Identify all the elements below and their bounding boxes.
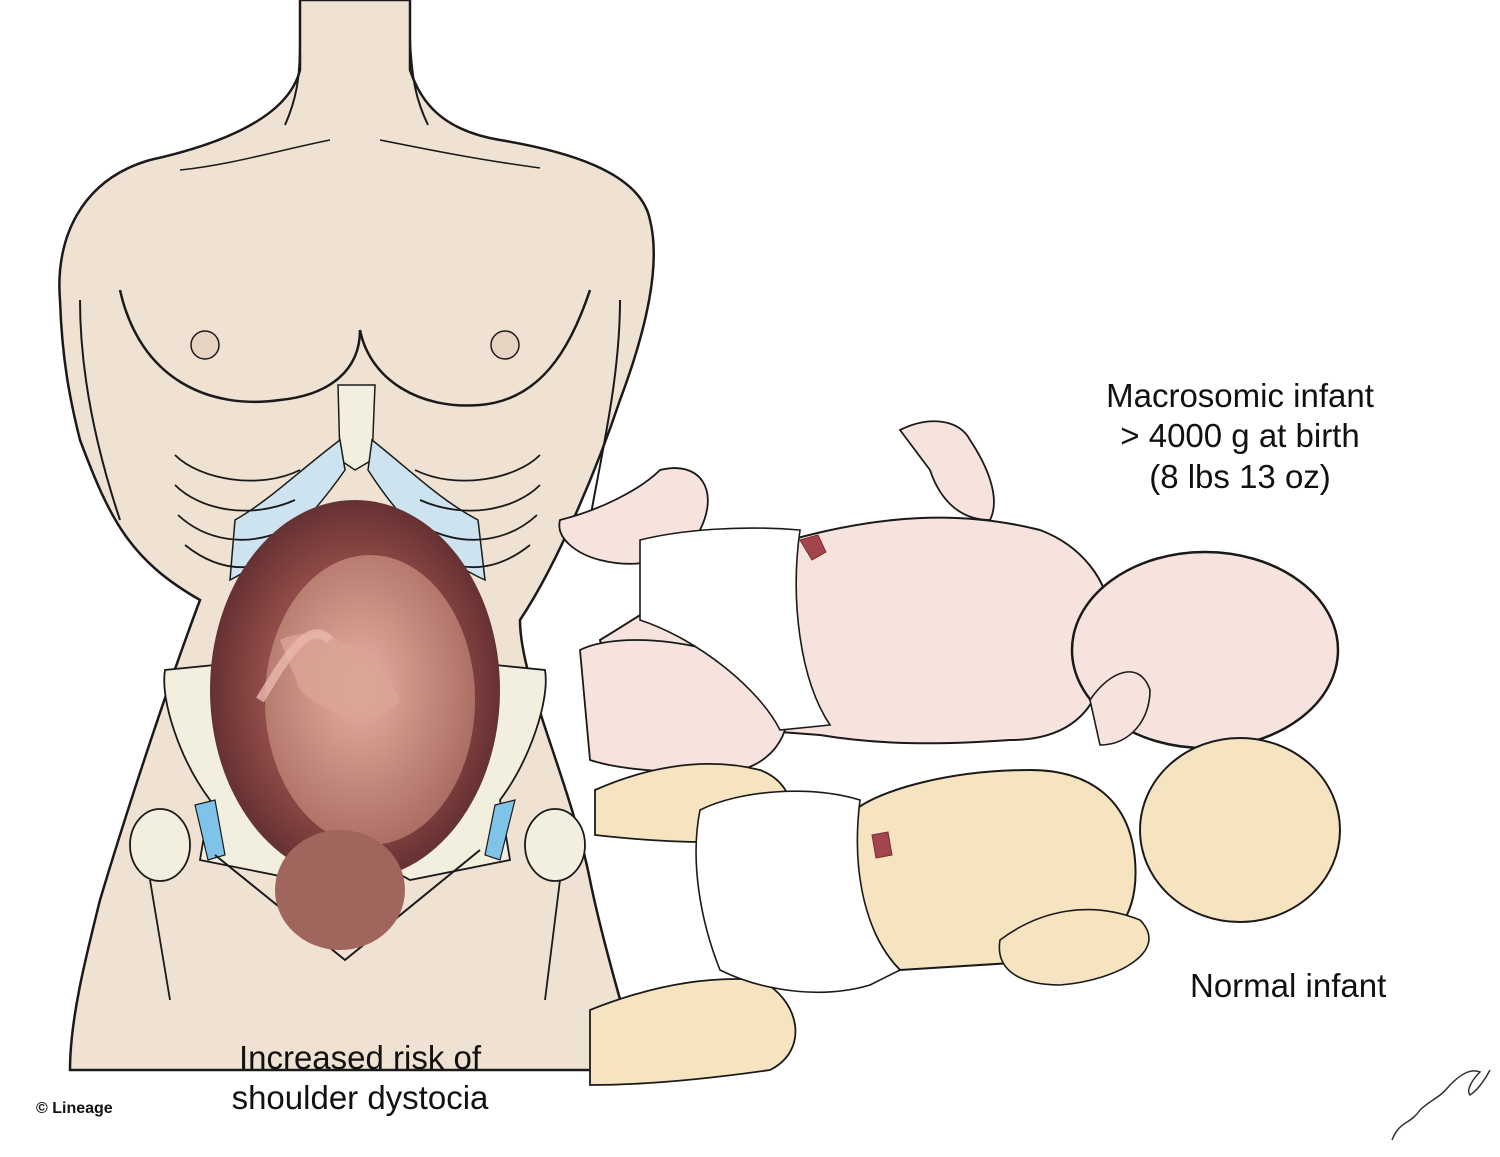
nipple-right	[490, 330, 520, 360]
macrosomic-infant-arm	[898, 420, 995, 521]
neck-line-left	[284, 39, 301, 126]
costal-cartilage-right	[367, 438, 486, 582]
rib-right-2	[419, 484, 541, 512]
rib-right-1	[414, 454, 541, 482]
ribcage	[174, 384, 541, 582]
copyright-notice: © Lineage	[36, 1100, 113, 1117]
artist-signature	[1391, 1069, 1491, 1141]
fetus-limb	[280, 633, 400, 719]
femoral-head-left	[129, 808, 191, 882]
arm-left	[79, 299, 121, 521]
sacroiliac-joint-left	[194, 799, 226, 861]
rib-left-1	[174, 454, 301, 482]
normal-infant-leg-lower	[589, 978, 797, 1086]
inguinal-line	[214, 849, 481, 962]
arm-right	[589, 299, 621, 521]
macrosomic-infant-hand	[1089, 671, 1151, 746]
normal-infant-head	[1139, 737, 1341, 923]
macrosomic-infant-label: Macrosomic infant > 4000 g at birth (8 l…	[1060, 376, 1420, 497]
femoral-head-right	[524, 808, 586, 882]
breast-left	[118, 289, 362, 404]
rib-left-2	[174, 484, 296, 512]
femur-right	[544, 879, 561, 1001]
fetus-head	[275, 830, 405, 950]
shoulder-dystocia-label: Increased risk of shoulder dystocia	[190, 1038, 530, 1119]
rib-right-3	[429, 514, 538, 541]
nipple-left	[190, 330, 220, 360]
shoulder-dystocia-label-line2: shoulder dystocia	[231, 1079, 489, 1117]
normal-infant-label: Normal infant	[1190, 967, 1387, 1004]
normal-infant-diaper	[695, 790, 902, 993]
umbilical-stump-macrosomic	[799, 534, 827, 561]
clavicle-right	[379, 139, 541, 169]
macrosomic-infant-diaper	[639, 527, 832, 731]
normal-infant-arm	[998, 908, 1150, 986]
uterus	[210, 500, 500, 950]
femur-left	[149, 879, 171, 1001]
shoulder-dystocia-label-line1: Increased risk of	[238, 1039, 482, 1076]
umbilical-stump-normal	[871, 831, 893, 859]
breast-right	[358, 289, 592, 407]
costal-cartilage-left	[229, 438, 346, 582]
sacroiliac-joint-right	[484, 799, 516, 861]
macrosomic-infant-label-line2: > 4000 g at birth	[1120, 417, 1360, 455]
umbilical-cord	[256, 629, 334, 703]
macrosomic-infant-label-line1: Macrosomic infant	[1106, 377, 1374, 414]
neck-line-right	[409, 39, 429, 126]
clavicle-left	[179, 139, 331, 171]
macrosomic-infant-label-line3: (8 lbs 13 oz)	[1149, 457, 1331, 495]
normal-infant	[589, 737, 1341, 1086]
